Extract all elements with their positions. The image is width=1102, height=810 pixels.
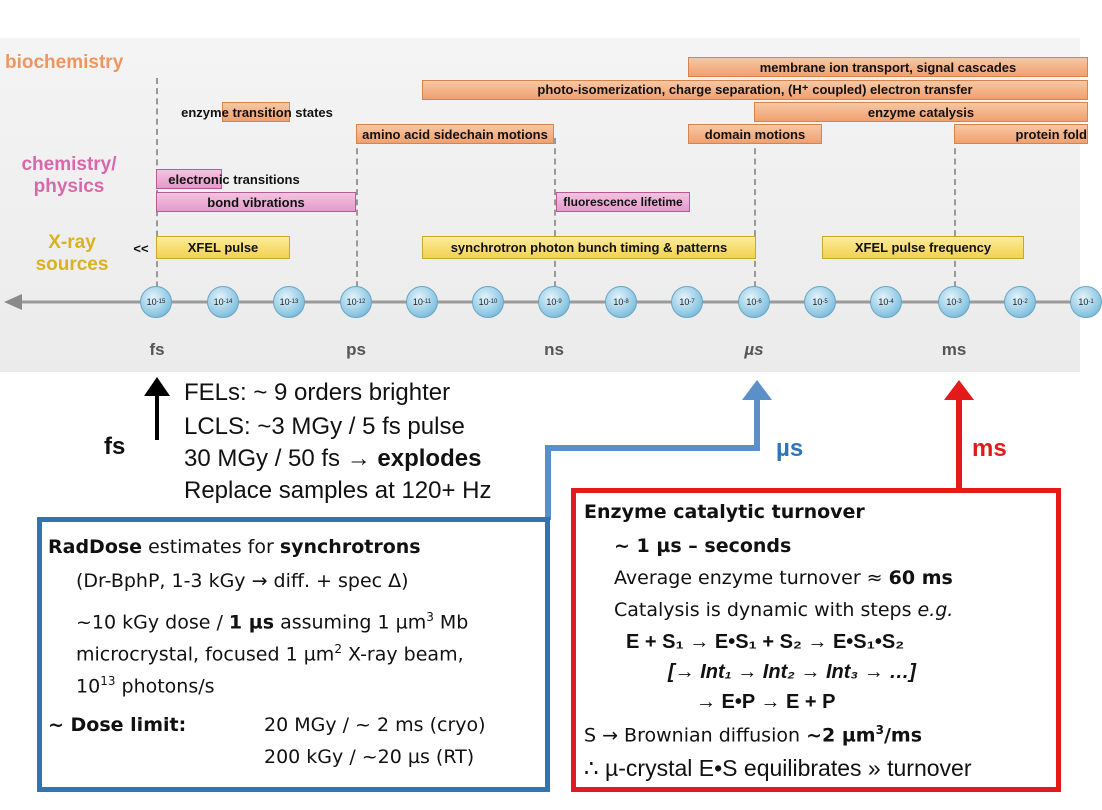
bar-bond-vibrations: bond vibrations — [156, 192, 356, 212]
bar-electronic-transitions: electronic transitions — [168, 171, 300, 187]
bar-amino-acid-sidechain: amino acid sidechain motions — [356, 124, 554, 144]
bar-protein-fold: protein fold — [954, 124, 1088, 144]
tick-1e-10: 10-10 — [472, 286, 504, 318]
unit-us: µs — [744, 340, 764, 359]
tick-1e-3: 10-3 — [938, 286, 970, 318]
unit-ms: ms — [941, 340, 967, 359]
label-us: µs — [776, 435, 804, 462]
raddose-line-4: microcrystal, focused 1 µm2 X-ray beam, — [76, 642, 464, 666]
tick-1e-6: 10-6 — [738, 286, 770, 318]
less-than-sign: << — [133, 240, 149, 256]
enzyme-dynamic: Catalysis is dynamic with steps e.g. — [614, 599, 954, 621]
category-xray-sources: X-ray sources — [35, 232, 109, 275]
tick-1e-4: 10-4 — [870, 286, 902, 318]
category-biochemistry: biochemistry — [5, 52, 124, 73]
tick-1e-7: 10-7 — [671, 286, 703, 318]
dose-limit-label: ~ Dose limit: — [48, 714, 187, 736]
enzyme-avg-turnover: Average enzyme turnover ≈ 60 ms — [614, 567, 953, 589]
label-ms: ms — [972, 435, 1007, 462]
label-fs: fs — [104, 433, 126, 460]
bar-enzyme-transition-states-fill — [222, 102, 290, 122]
bar-membrane-transport: membrane ion transport, signal cascades — [688, 57, 1088, 77]
bar-electronic-fill — [156, 169, 222, 189]
fel-line-3: 30 MGy / 50 fs → explodes — [184, 445, 482, 472]
tick-1e-15: 10-15 — [140, 286, 172, 318]
enzyme-timescale: ~ 1 µs – seconds — [614, 535, 792, 557]
fel-line-2: LCLS: ~3 MGy / 5 fs pulse — [184, 413, 465, 440]
us-guide-line — [754, 138, 756, 318]
enzyme-title: Enzyme catalytic turnover — [584, 501, 865, 523]
tick-1e-14: 10-14 — [207, 286, 239, 318]
bar-enzyme-catalysis: enzyme catalysis — [754, 102, 1088, 122]
enzyme-eq-2: [→ Int₁ → Int₂ → Int₃ → …] — [668, 661, 916, 683]
tick-1e-1: 10-1 — [1070, 286, 1102, 318]
raddose-line-3: ~10 kGy dose / 1 µs assuming 1 µm3 Mb — [76, 610, 469, 634]
fel-line-4: Replace samples at 120+ Hz — [184, 477, 492, 504]
raddose-line-2: (Dr-BphP, 1-3 kGy → diff. + spec Δ) — [76, 570, 409, 592]
dose-limit-rt: 200 kGy / ~20 µs (RT) — [264, 746, 475, 768]
unit-fs: fs — [149, 340, 165, 359]
enzyme-turnover-box: Enzyme catalytic turnover ~ 1 µs – secon… — [571, 488, 1061, 792]
tick-1e-8: 10-8 — [605, 286, 637, 318]
ps-guide-line — [356, 138, 358, 318]
enzyme-eq-1: E + S₁ → E•S₁ + S₂ → E•S₁•S₂ — [626, 631, 905, 653]
fel-line-1: FELs: ~ 9 orders brighter — [184, 379, 451, 406]
bar-photo-isomerization: photo-isomerization, charge separation, … — [422, 80, 1088, 100]
bar-fluorescence-lifetime: fluorescence lifetime — [556, 192, 690, 212]
tick-1e-2: 10-2 — [1004, 286, 1036, 318]
timescale-figure: biochemistry chemistry/ physics X-ray so… — [0, 38, 1102, 372]
raddose-box: RadDose estimates for synchrotrons (Dr-B… — [37, 517, 550, 792]
unit-ps: ps — [346, 340, 366, 359]
bar-domain-motions: domain motions — [688, 124, 822, 144]
bar-xfel-pulse: XFEL pulse — [156, 236, 290, 259]
bar-synchrotron-timing: synchrotron photon bunch timing & patter… — [422, 236, 756, 259]
bar-enzyme-transition-states: enzyme transition states — [181, 104, 333, 120]
tick-1e-5: 10-5 — [804, 286, 836, 318]
enzyme-eq-3: → E•P → E + P — [696, 691, 836, 713]
dose-limit-cryo: 20 MGy / ~ 2 ms (cryo) — [264, 714, 486, 736]
tick-1e-12: 10-12 — [340, 286, 372, 318]
category-chemistry-physics: chemistry/ physics — [21, 154, 117, 197]
tick-1e-13: 10-13 — [273, 286, 305, 318]
tick-1e-9: 10-9 — [538, 286, 570, 318]
ms-guide-line — [954, 138, 956, 318]
bar-xfel-pulse-frequency: XFEL pulse frequency — [822, 236, 1024, 259]
enzyme-diffusion: S → Brownian diffusion ~2 µm3/ms — [584, 723, 923, 747]
raddose-line-5: 1013 photons/s — [76, 674, 215, 698]
tick-1e-11: 10-11 — [406, 286, 438, 318]
ns-guide-line — [554, 138, 556, 318]
unit-ns: ns — [544, 340, 564, 359]
enzyme-equilibrates: ∴ µ-crystal E•S equilibrates » turnover — [584, 755, 972, 781]
raddose-title: RadDose estimates for synchrotrons — [48, 536, 421, 558]
